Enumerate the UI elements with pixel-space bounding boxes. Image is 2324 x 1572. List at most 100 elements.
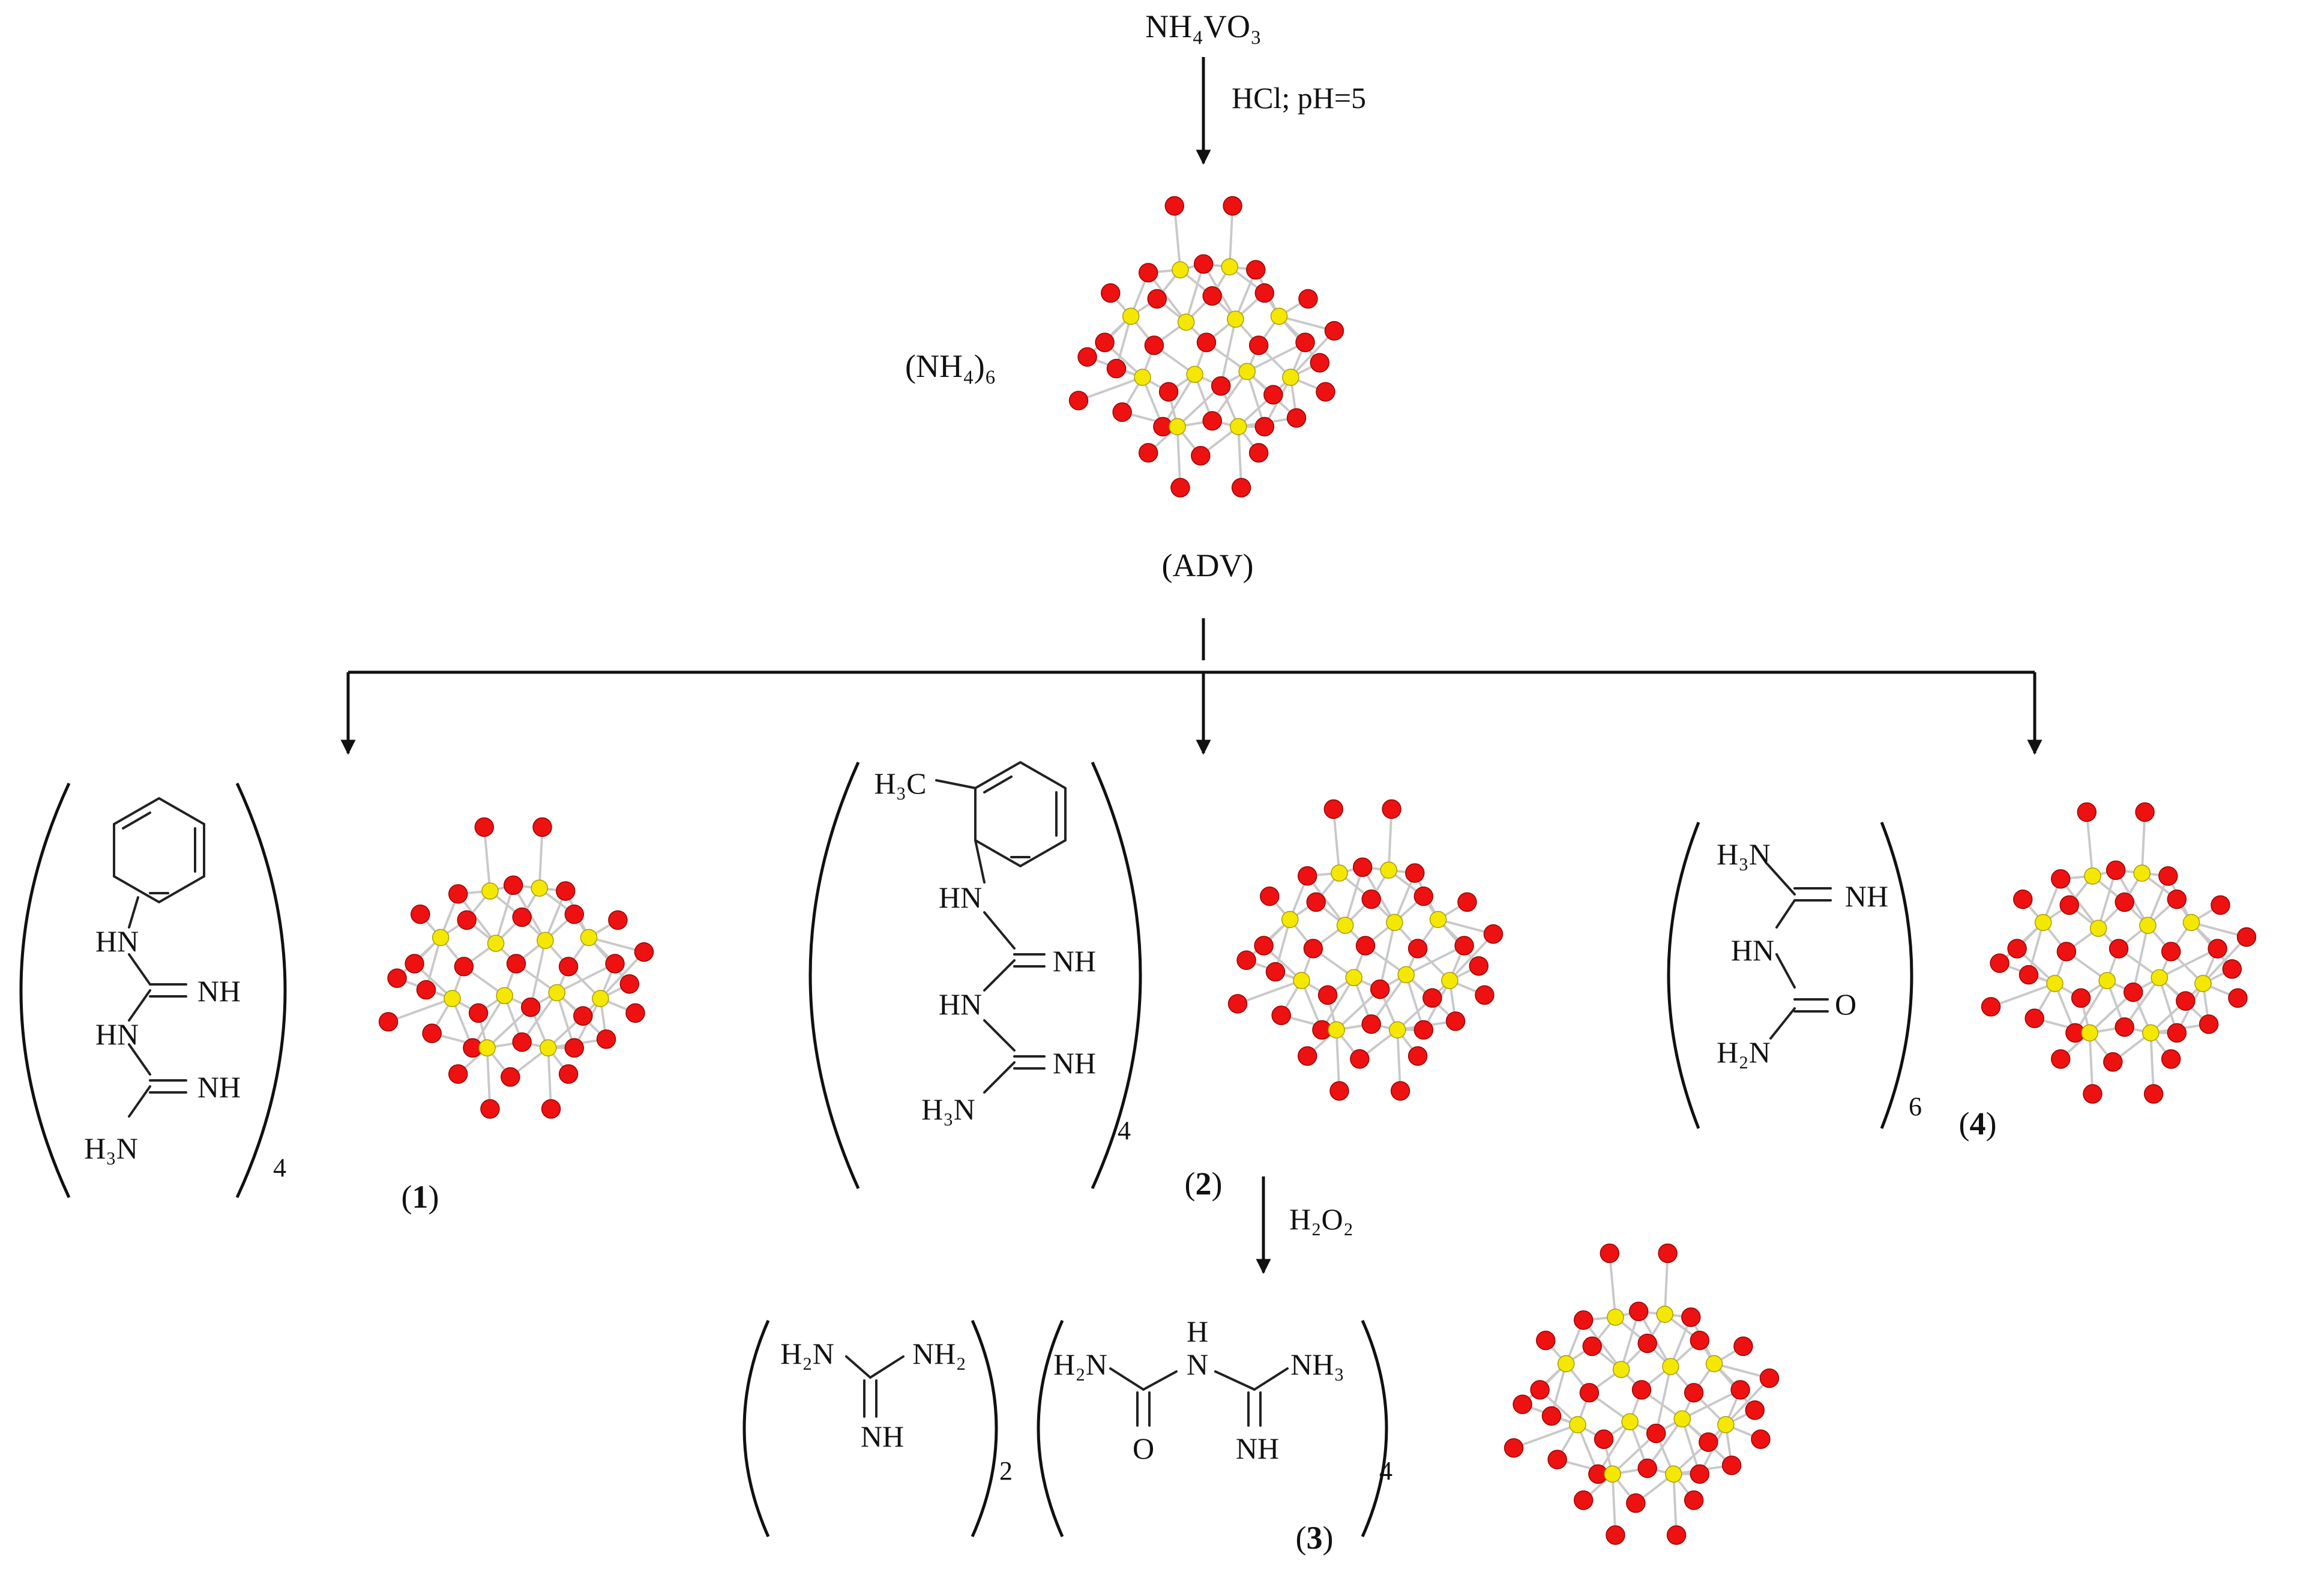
condition-h2o2: H₂O₂ <box>1289 1202 1353 1236</box>
decavanadate-cluster-1-oxygen-atom <box>556 881 576 901</box>
decavanadate-cluster-adv-oxygen-atom <box>1246 260 1266 280</box>
decavanadate-cluster-adv-vanadium-atom <box>1227 310 1244 328</box>
decavanadate-cluster-adv-vanadium-atom <box>1122 307 1140 325</box>
decavanadate-cluster-3-oxygen-atom <box>1699 1432 1718 1452</box>
decavanadate-cluster-adv-bond <box>1176 426 1182 488</box>
decavanadate-cluster-4-oxygen-atom <box>2167 889 2187 909</box>
decavanadate-cluster-1-oxygen-atom <box>512 1032 532 1052</box>
decavanadate-cluster-2-oxygen-atom <box>1350 1049 1370 1069</box>
decavanadate-cluster-3-oxygen-atom <box>1666 1525 1687 1545</box>
decavanadate-cluster-2-vanadium-atom <box>1429 911 1447 929</box>
compound-3-cation-a: H₂N NH₂ NH 2 <box>742 1319 1013 1538</box>
decavanadate-cluster-3 <box>1504 1243 1780 1545</box>
decavanadate-cluster-4-oxygen-atom <box>2071 988 2091 1008</box>
paren-left-3b <box>1037 1319 1064 1538</box>
decavanadate-cluster-3-vanadium-atom <box>1557 1355 1575 1373</box>
decavanadate-cluster-3-oxygen-atom <box>1690 1464 1710 1484</box>
decavanadate-cluster-3-oxygen-atom <box>1600 1243 1619 1263</box>
benzene-ring-icon-2 <box>974 760 1067 868</box>
decavanadate-cluster-1-vanadium-atom <box>487 935 505 952</box>
decavanadate-cluster-4-oxygen-atom <box>2106 860 2126 881</box>
decavanadate-cluster-2-oxygen-atom <box>1254 936 1274 956</box>
decavanadate-cluster-3-bond <box>1681 1388 1741 1420</box>
decavanadate-cluster-2-oxygen-atom <box>1317 985 1338 1005</box>
compound-2-cation: H₃C HN HN NH NH H₃N 4 <box>808 760 1142 1190</box>
decavanadate-cluster-4-bond <box>1990 982 2056 1008</box>
svg-text:NH: NH <box>197 974 241 1008</box>
decavanadate-cluster-adv-oxygen-atom <box>1138 443 1158 463</box>
decavanadate-cluster-3-vanadium-atom <box>1656 1305 1673 1323</box>
decavanadate-cluster-adv-oxygen-atom <box>1112 402 1132 422</box>
decavanadate-cluster-1-vanadium-atom <box>531 879 548 897</box>
decavanadate-cluster-adv-oxygen-atom <box>1286 408 1307 428</box>
adv-counter-ion: (NH₄)₆ <box>905 348 996 384</box>
decavanadate-cluster-4-vanadium-atom <box>2142 1024 2160 1042</box>
decavanadate-cluster-2-oxygen-atom <box>1361 889 1381 909</box>
paren-left-2 <box>808 761 860 1190</box>
label-compound-1: (1) <box>402 1179 439 1215</box>
decavanadate-cluster-1-oxygen-atom <box>422 1023 442 1043</box>
decavanadate-cluster-adv-bond <box>1147 272 1187 323</box>
decavanadate-cluster-adv-vanadium-atom <box>1177 313 1195 331</box>
multiplier-2: 4 <box>1118 1116 1131 1145</box>
paren-left-3a <box>742 1319 770 1538</box>
svg-text:HN: HN <box>95 924 139 958</box>
decavanadate-cluster-2-oxygen-atom <box>1265 962 1286 982</box>
decavanadate-cluster-3-vanadium-atom <box>1664 1465 1682 1483</box>
decavanadate-cluster-2-oxygen-atom <box>1469 956 1489 976</box>
decavanadate-cluster-1-oxygen-atom <box>468 1003 489 1023</box>
decavanadate-cluster-1-oxygen-atom <box>448 884 468 904</box>
decavanadate-cluster-adv-oxygen-atom <box>1295 333 1315 352</box>
svg-text:NH: NH <box>1053 944 1096 978</box>
decavanadate-cluster-2-vanadium-atom <box>1441 972 1459 989</box>
decavanadate-cluster-4-vanadium-atom <box>2139 917 2157 935</box>
decavanadate-cluster-4-vanadium-atom <box>2133 864 2151 882</box>
decavanadate-cluster-4-oxygen-atom <box>2161 942 2181 962</box>
decavanadate-cluster-1-oxygen-atom <box>564 1038 585 1058</box>
decavanadate-cluster-4-oxygen-atom <box>2236 927 2257 947</box>
decavanadate-cluster-2-oxygen-atom <box>1407 1046 1428 1066</box>
decavanadate-cluster-3-oxygen-atom <box>1573 1310 1594 1330</box>
decavanadate-cluster-3-oxygen-atom <box>1573 1490 1594 1510</box>
decavanadate-cluster-1-bond <box>538 827 544 888</box>
decavanadate-cluster-3-oxygen-atom <box>1684 1490 1704 1510</box>
decavanadate-cluster-2-oxygen-atom <box>1370 979 1390 999</box>
decavanadate-cluster-4 <box>1981 802 2257 1104</box>
svg-text:NH: NH <box>861 1420 904 1453</box>
decavanadate-cluster-1-oxygen-atom <box>564 904 585 924</box>
decavanadate-cluster-3-oxygen-atom <box>1541 1406 1562 1426</box>
decavanadate-cluster-3-vanadium-atom <box>1662 1358 1679 1376</box>
decavanadate-cluster-1-oxygen-atom <box>448 1064 468 1084</box>
decavanadate-cluster-adv-oxygen-atom <box>1298 289 1318 309</box>
decavanadate-cluster-adv-vanadium-atom <box>1134 369 1151 386</box>
decavanadate-cluster-adv-vanadium-atom <box>1238 363 1256 381</box>
decavanadate-cluster-2-oxygen-atom <box>1413 886 1434 906</box>
decavanadate-cluster-2-oxygen-atom <box>1303 939 1323 959</box>
decavanadate-cluster-4-bond <box>2089 991 2134 1034</box>
decavanadate-cluster-3-vanadium-atom <box>1604 1465 1621 1483</box>
decavanadate-cluster-1-bond <box>495 885 515 944</box>
decavanadate-cluster-3-vanadium-atom <box>1612 1361 1630 1378</box>
decavanadate-cluster-adv-bond <box>1185 264 1205 323</box>
decavanadate-cluster-2-oxygen-atom <box>1422 988 1442 1008</box>
decavanadate-cluster-adv-vanadium-atom <box>1172 261 1189 279</box>
decavanadate-cluster-adv-bond <box>1237 426 1243 488</box>
decavanadate-cluster-4-vanadium-atom <box>2046 975 2064 992</box>
decavanadate-cluster-2-bond <box>1387 809 1393 870</box>
decavanadate-cluster-4-bond <box>2202 936 2248 984</box>
decavanadate-cluster-1-oxygen-atom <box>520 997 541 1017</box>
decavanadate-cluster-3-bond <box>1663 1253 1669 1315</box>
decavanadate-cluster-3-oxygen-atom <box>1626 1493 1646 1513</box>
decavanadate-cluster-2-bond <box>1335 1029 1341 1091</box>
decavanadate-cluster-4-vanadium-atom <box>2034 914 2052 932</box>
decavanadate-cluster-4-oxygen-atom <box>2211 895 2230 915</box>
decavanadate-cluster-1-vanadium-atom <box>478 1039 496 1057</box>
decavanadate-cluster-adv <box>1068 196 1344 498</box>
svg-text:NH₂: NH₂ <box>912 1337 966 1370</box>
decavanadate-cluster-1-oxygen-atom <box>480 1099 500 1119</box>
decavanadate-cluster-4-oxygen-atom <box>2050 869 2071 889</box>
decavanadate-cluster-3-bond <box>1612 1432 1657 1475</box>
label-compound-4: (4) <box>1959 1106 1997 1142</box>
decavanadate-cluster-3-oxygen-atom <box>1681 1307 1701 1327</box>
decavanadate-cluster-4-oxygen-atom <box>2123 982 2143 1002</box>
